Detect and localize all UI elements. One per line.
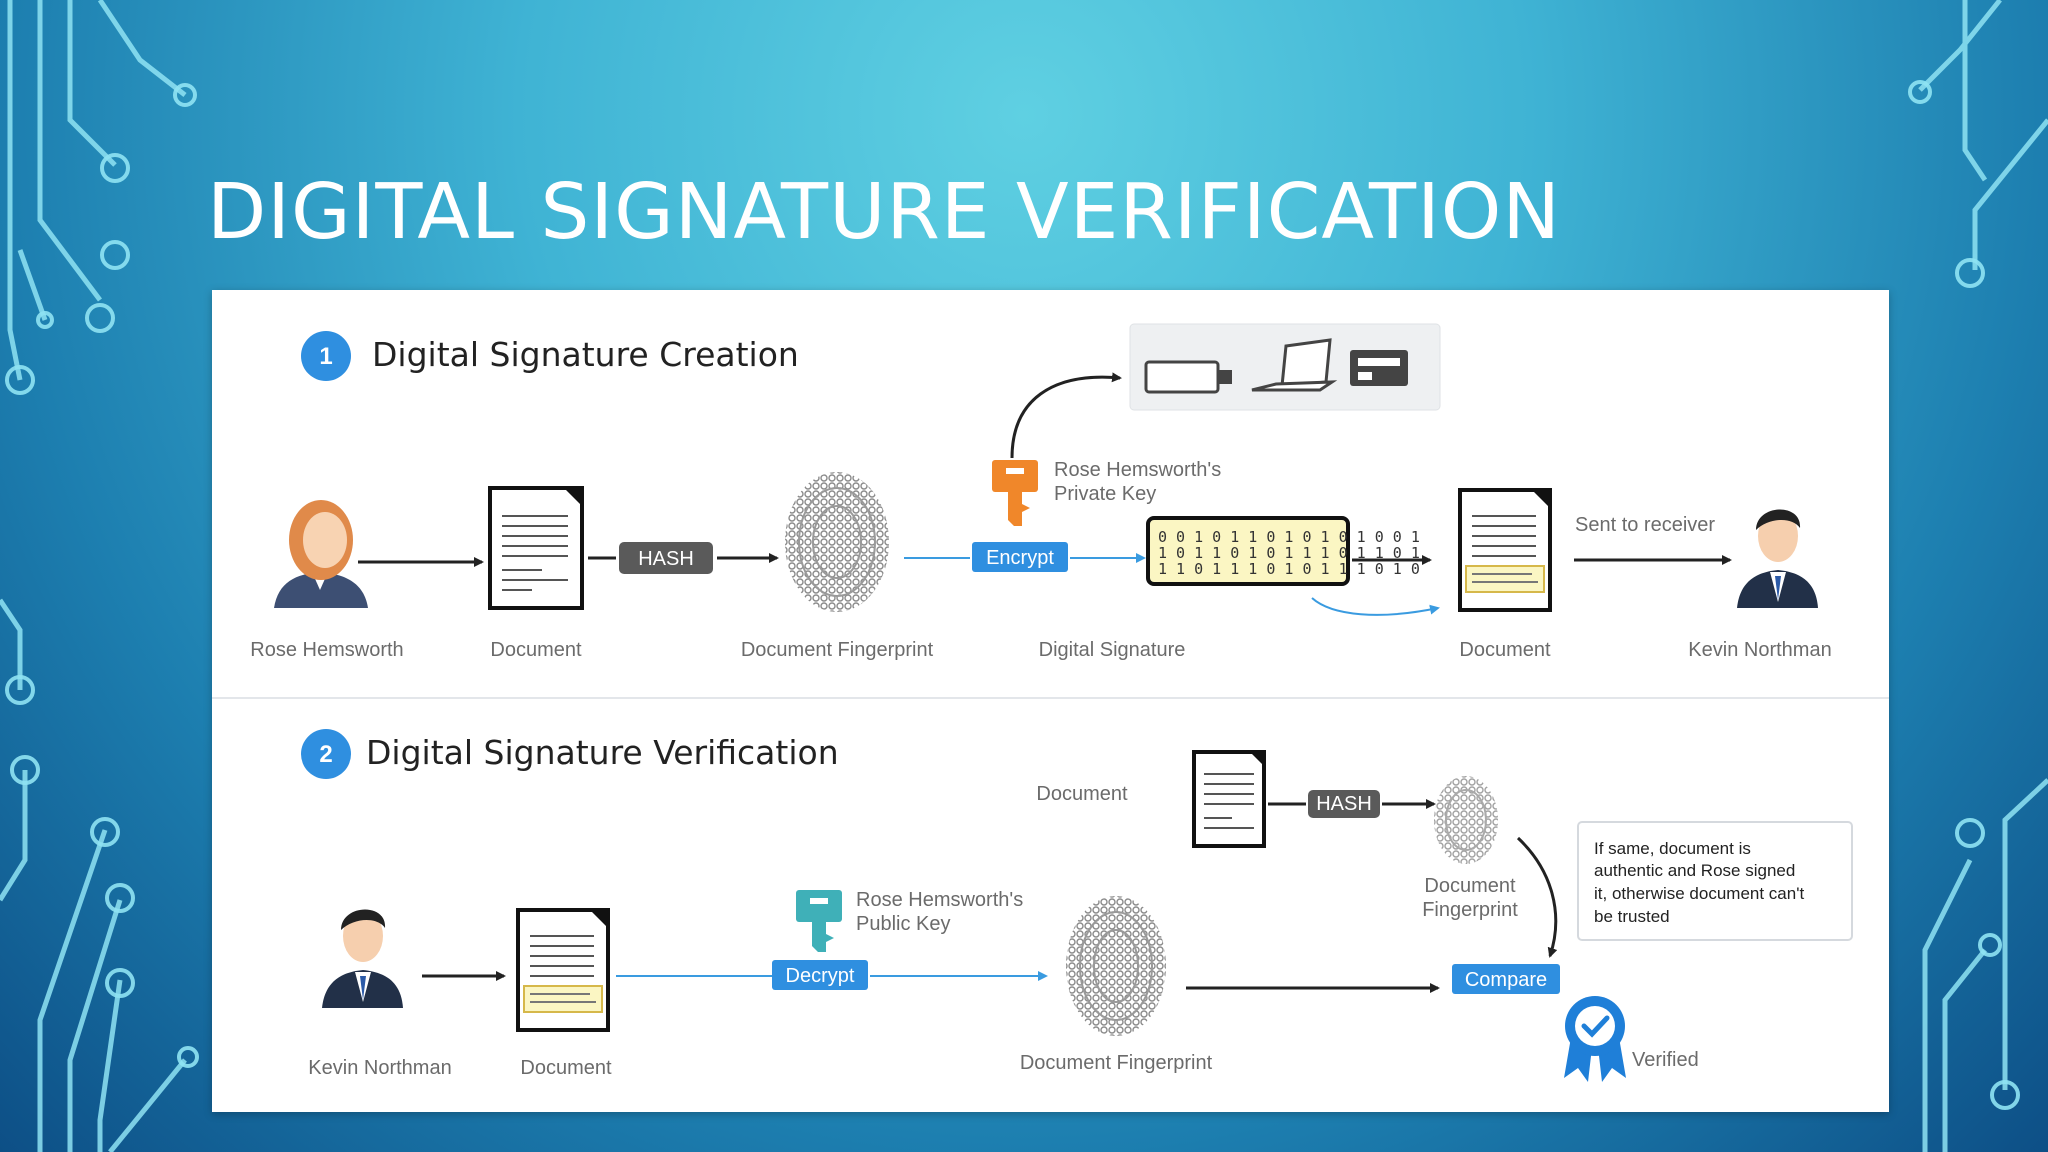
decrypt-tag (772, 960, 868, 990)
compare-tag (1452, 964, 1560, 994)
hash-tag-label: HASH (638, 548, 694, 570)
received-document-icon (516, 908, 610, 1032)
kevin-avatar (1737, 509, 1818, 608)
public-key-label-1: Rose Hemsworth's (856, 889, 1023, 911)
section-verification: 2 Digital Signature Verification Kevin N… (301, 729, 1853, 1082)
decrypt-tag-label: Decrypt (786, 965, 855, 987)
smart-card-icon (1350, 350, 1408, 386)
document-icon (488, 486, 584, 610)
section-creation: 1 Digital Signature Creation (250, 323, 1832, 661)
receiver-label: Kevin Northman (1688, 639, 1831, 661)
signed-document-label: Document (1459, 639, 1551, 661)
public-key-icon (796, 890, 842, 952)
devices-box (1129, 323, 1441, 411)
arrow-top-fingerprint-to-compare (1516, 836, 1558, 958)
signed-document-icon (1458, 488, 1552, 612)
top-document-label: Document (1036, 783, 1128, 805)
top-document-icon (1192, 750, 1266, 848)
svg-text:1 0 1 1 0 1 0 1 1 1 0 1 1 0 1: 1 0 1 1 0 1 0 1 1 1 0 1 1 0 1 (1158, 544, 1420, 562)
private-key-label-1: Rose Hemsworth's (1054, 459, 1221, 481)
verified-ribbon-icon (1564, 996, 1626, 1082)
fingerprint-label: Document Fingerprint (741, 639, 934, 661)
encrypt-tag (972, 542, 1068, 572)
private-key-label-2: Private Key (1054, 483, 1156, 505)
svg-text:0 0 1 0 1 1 0 1 0 1 0 1 0 0 1: 0 0 1 0 1 1 0 1 0 1 0 1 0 0 1 (1158, 528, 1420, 546)
hash-tag-verification (1308, 790, 1380, 818)
verified-label: Verified (1632, 1049, 1699, 1071)
top-fingerprint-icon (1434, 776, 1498, 864)
diagram-panel: 1 Digital Signature Creation (212, 290, 1889, 1112)
note-line-3: it, otherwise document can't (1594, 884, 1804, 903)
public-key-label-2: Public Key (856, 913, 951, 935)
rose-label: Rose Hemsworth (250, 639, 403, 661)
step-1-number: 1 (319, 343, 332, 370)
decrypted-fingerprint-label: Document Fingerprint (1020, 1052, 1213, 1074)
usb-token-icon (1144, 360, 1232, 394)
slide-title: DIGITAL SIGNATURE VERIFICATION (207, 168, 1562, 257)
document-label-verification: Document (520, 1057, 612, 1079)
top-fingerprint-label-2: Fingerprint (1422, 899, 1518, 921)
compare-tag-label: Compare (1465, 969, 1547, 991)
document-label: Document (490, 639, 582, 661)
note-line-4: be trusted (1594, 907, 1670, 926)
hash-tag-verification-label: HASH (1316, 793, 1372, 815)
step-2-badge (301, 729, 351, 779)
hash-tag (619, 542, 713, 574)
encrypt-tag-label: Encrypt (986, 547, 1054, 569)
private-key-icon (992, 460, 1038, 526)
kevin-avatar-verification (322, 909, 403, 1008)
arrow-signature-attach (1311, 597, 1440, 616)
sent-label: Sent to receiver (1575, 514, 1715, 536)
kevin-label: Kevin Northman (308, 1057, 451, 1079)
step-2-number: 2 (319, 741, 332, 768)
signature-diagram: 1 Digital Signature Creation (212, 323, 1889, 1082)
step-1-badge (301, 331, 351, 381)
arrow-key-to-devices (1010, 372, 1122, 459)
svg-text:1 1 0 1 1 1 0 1 0 1 1 1 0 1 0: 1 1 0 1 1 1 0 1 0 1 1 1 0 1 0 (1158, 560, 1420, 578)
result-note: If same, document is authentic and Rose … (1577, 821, 1853, 941)
note-line-1: If same, document is (1594, 839, 1751, 858)
rose-avatar (274, 500, 368, 608)
top-fingerprint-label-1: Document (1424, 875, 1516, 897)
fingerprint-icon (785, 472, 889, 612)
verification-title: Digital Signature Verification (366, 733, 839, 772)
laptop-icon (1251, 338, 1338, 392)
signature-label: Digital Signature (1039, 639, 1186, 661)
note-line-2: authentic and Rose signed (1594, 861, 1795, 880)
digital-signature-icon: 0 0 1 0 1 1 0 1 0 1 0 1 0 0 1 1 0 1 1 0 … (1146, 516, 1420, 586)
creation-title: Digital Signature Creation (372, 335, 799, 374)
decrypted-fingerprint-icon (1066, 896, 1166, 1036)
